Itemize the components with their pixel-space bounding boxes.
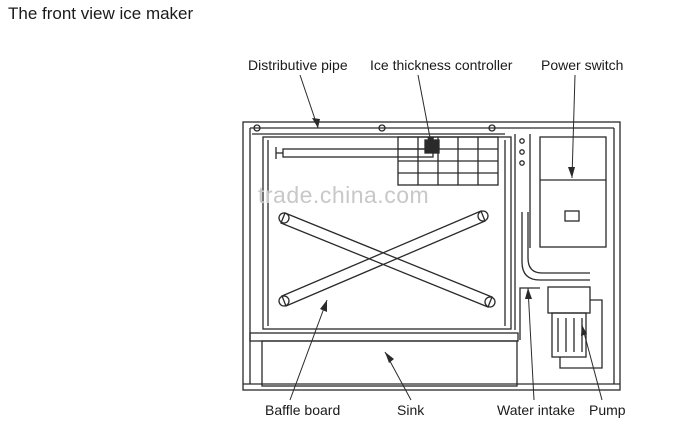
leader-arrowheads (312, 118, 587, 363)
pump-unit (519, 286, 603, 369)
cross-brace (278, 210, 496, 308)
control-compartment (514, 134, 531, 330)
water-intake-pipe (521, 212, 590, 281)
label-ice-thickness-controller: Ice thickness controller (370, 57, 513, 73)
label-sink: Sink (397, 402, 425, 418)
cabinet-outline (242, 121, 621, 391)
sink (249, 332, 519, 387)
label-pump: Pump (589, 402, 626, 418)
label-baffle-board: Baffle board (265, 402, 341, 418)
watermark: trade.china.com (258, 182, 430, 208)
label-distributive-pipe: Distributive pipe (248, 57, 348, 73)
top-rail (250, 124, 614, 135)
ice-thickness-controller (397, 136, 499, 186)
evaporator-plate (262, 136, 512, 330)
label-water-intake: Water intake (497, 402, 576, 418)
label-power-switch: Power switch (541, 57, 624, 73)
page-title: The front view ice maker (8, 4, 194, 23)
